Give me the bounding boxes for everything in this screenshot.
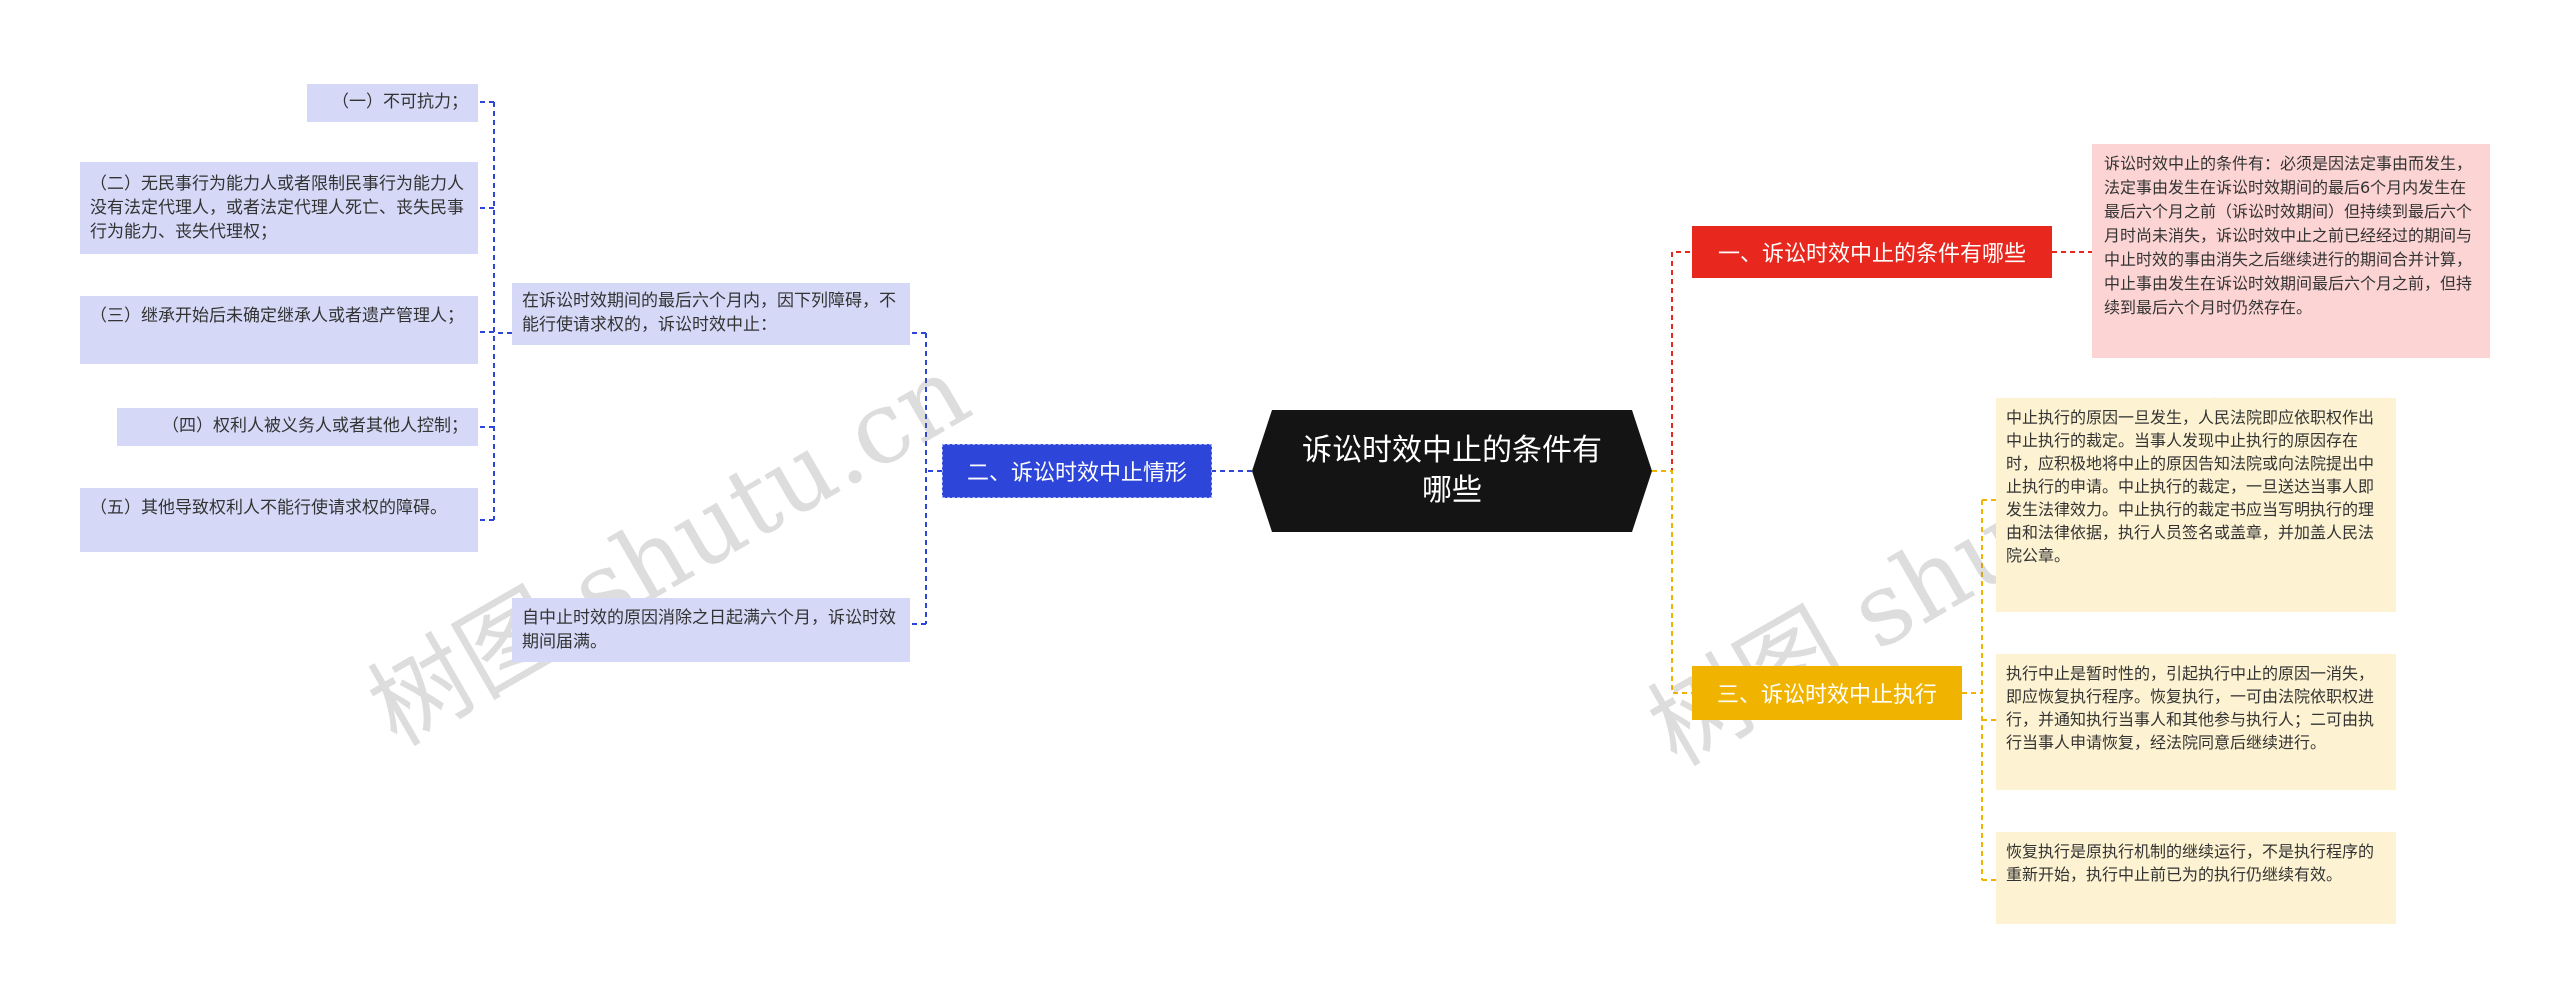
obstacle-item[interactable]: （三）继承开始后未确定继承人或者遗产管理人；: [80, 296, 478, 364]
obstacle-item[interactable]: （一）不可抗力；: [307, 84, 478, 122]
execution-detail[interactable]: 执行中止是暂时性的，引起执行中止的原因一消失，即应恢复执行程序。恢复执行，一可由…: [1996, 654, 2396, 790]
edge-c1-leaves: [478, 101, 512, 521]
edge-root-b1: [1652, 251, 1692, 472]
edge-b3-leaves: [1962, 499, 1996, 881]
branch-situations[interactable]: 二、诉讼时效中止情形: [942, 444, 1212, 498]
situation-expiry[interactable]: 自中止时效的原因消除之日起满六个月，诉讼时效期间届满。: [512, 598, 910, 662]
obstacle-item[interactable]: （二）无民事行为能力人或者限制民事行为能力人没有法定代理人，或者法定代理人死亡、…: [80, 162, 478, 254]
obstacle-item[interactable]: （五）其他导致权利人不能行使请求权的障碍。: [80, 488, 478, 552]
edge-b2-children: [910, 332, 942, 625]
execution-detail[interactable]: 中止执行的原因一旦发生，人民法院即应依职权作出中止执行的裁定。当事人发现中止执行…: [1996, 398, 2396, 612]
execution-detail[interactable]: 恢复执行是原执行机制的继续运行，不是执行程序的重新开始，执行中止前已为的执行仍继…: [1996, 832, 2396, 924]
obstacle-item[interactable]: （四）权利人被义务人或者其他人控制；: [117, 408, 478, 446]
situation-obstacles[interactable]: 在诉讼时效期间的最后六个月内，因下列障碍，不能行使请求权的，诉讼时效中止：: [512, 283, 910, 345]
edge-root-b3: [1652, 470, 1692, 694]
conditions-detail[interactable]: 诉讼时效中止的条件有：必须是因法定事由而发生，法定事由发生在诉讼时效期间的最后6…: [2092, 144, 2490, 358]
root-node[interactable]: 诉讼时效中止的条件有哪些: [1252, 410, 1652, 532]
branch-execution[interactable]: 三、诉讼时效中止执行: [1692, 666, 1962, 720]
branch-conditions[interactable]: 一、诉讼时效中止的条件有哪些: [1692, 226, 2052, 278]
